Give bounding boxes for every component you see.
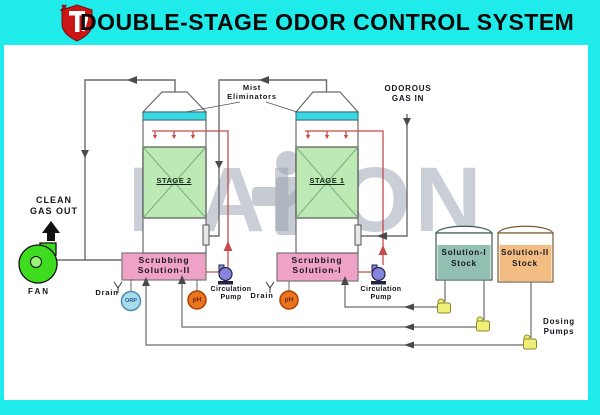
scrubbing-solution2-label-1: Scrubbing [138, 255, 190, 265]
stage1-label: STAGE 1 [309, 176, 345, 185]
stage2-label: STAGE 2 [156, 176, 192, 185]
orp-sensor-label: ORP [125, 297, 137, 304]
solution2-stock-label-1: Solution-II [501, 248, 549, 257]
scrubbing-solution1-label-2: Solution-I [292, 265, 342, 275]
clean-gas-out-label-2: GAS OUT [29, 206, 79, 216]
scrubbing-solution2-label-2: Solution-II [137, 265, 191, 275]
mist-eliminators-label-1: Mist [242, 83, 262, 92]
drain-label-stage2: Drain [95, 288, 119, 297]
drain-label-stage1: Drain [250, 291, 274, 300]
page-title: DOUBLE-STAGE ODOR CONTROL SYSTEM [80, 9, 575, 35]
dosing-pumps-label-2: Pumps [543, 327, 575, 336]
odorous-gas-in-label-1: ODOROUS [384, 84, 432, 93]
scrubbing-solution1-label-1: Scrubbing [291, 255, 343, 265]
circulation-pump-label2-2: Pump [220, 294, 242, 301]
circulation-pump-label2-1: Circulation [210, 286, 252, 293]
ph-sensor-label-stage2: pH [192, 296, 202, 304]
mist-eliminators-label-2: Eliminators [227, 92, 277, 101]
ph-sensor-label-stage1: pH [284, 296, 294, 304]
clean-gas-out-label-1: CLEAN [36, 195, 72, 205]
circulation-pump-label1-2: Pump [370, 294, 392, 301]
circulation-pump-label1-1: Circulation [360, 286, 402, 293]
odorous-gas-in-label-2: GAS IN [391, 94, 425, 103]
solution2-stock-label-2: Stock [512, 259, 538, 268]
solution1-stock-label-2: Stock [451, 259, 477, 268]
dosing-pumps-label-1: Dosing [543, 317, 575, 326]
fan-label: FAN [28, 287, 50, 296]
solution1-stock-label-1: Solution-I [441, 248, 487, 257]
